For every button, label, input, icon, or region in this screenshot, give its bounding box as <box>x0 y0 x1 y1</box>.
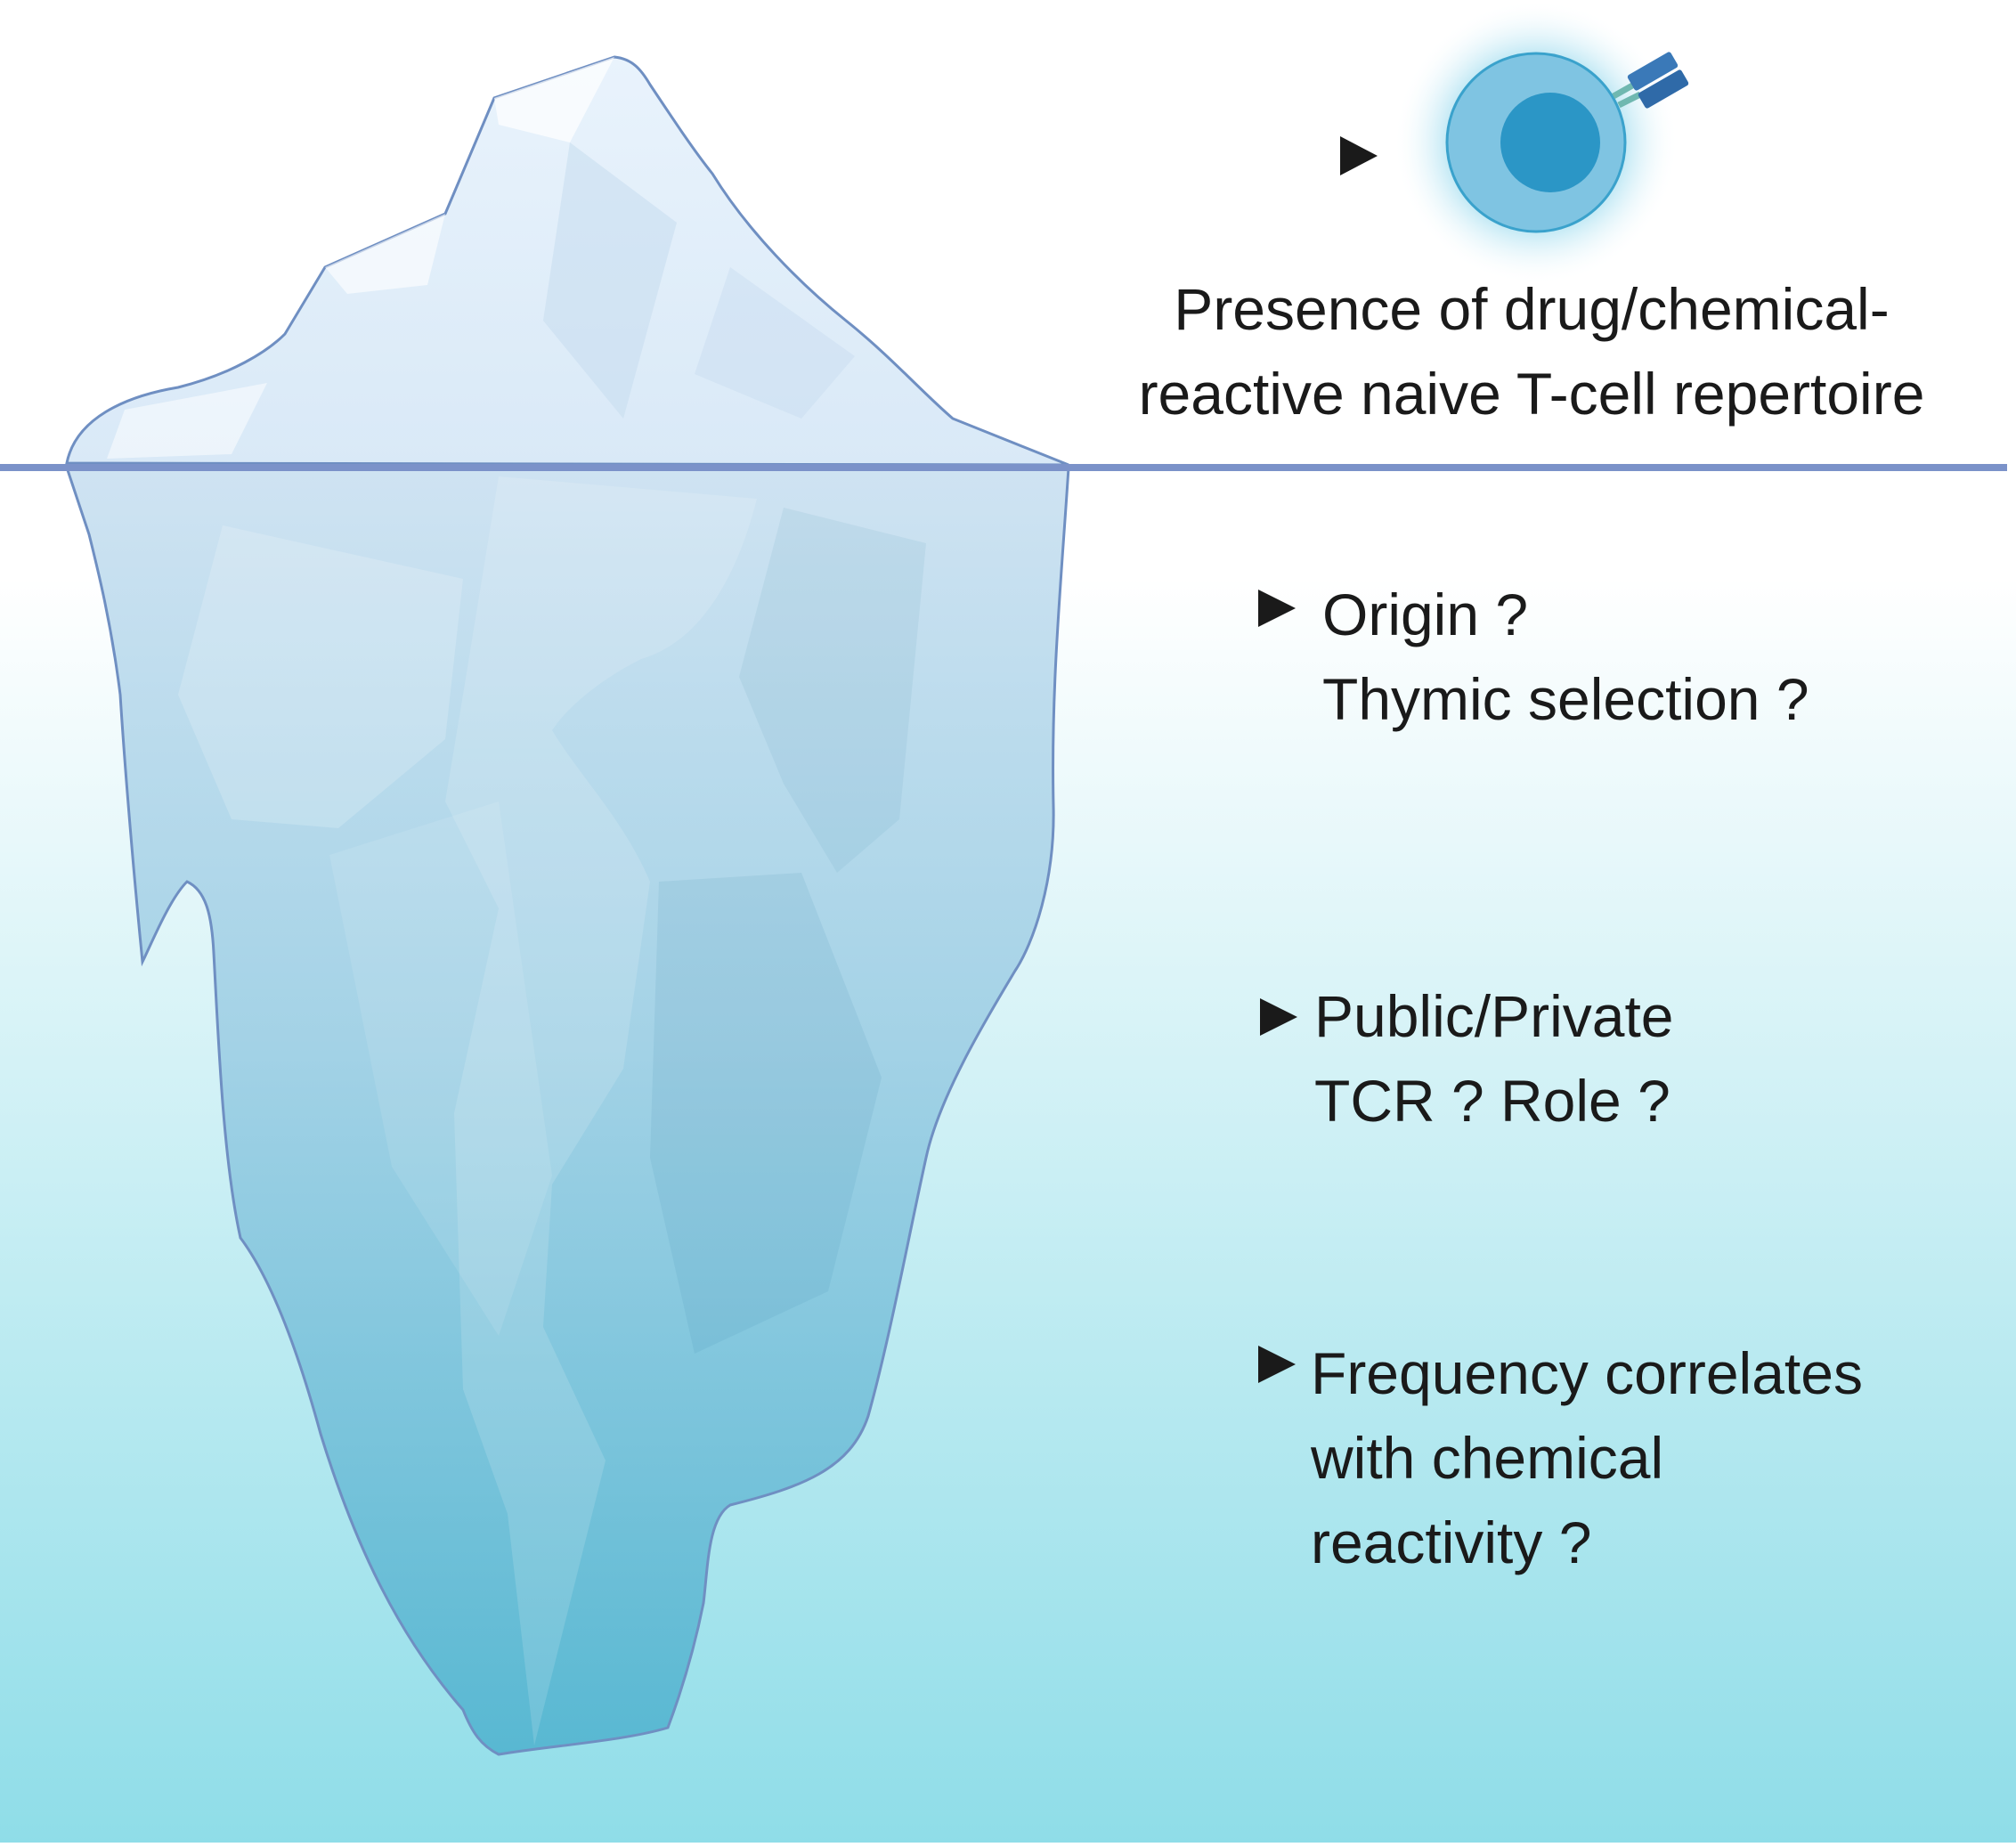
label-frequency-line3: reactivity ? <box>1311 1509 1592 1575</box>
iceberg-facet <box>543 142 677 419</box>
arrow-origin <box>1046 590 1296 627</box>
arrow-frequency-head <box>1258 1346 1296 1383</box>
receptor-stem <box>1617 91 1642 109</box>
iceberg-tip <box>65 55 1069 467</box>
label-origin-line1: Origin ? <box>1322 582 1529 647</box>
arrow-public-head <box>1260 998 1297 1036</box>
label-frequency: Frequency correlates with chemical react… <box>1311 1331 1863 1585</box>
iceberg-facet <box>178 525 463 828</box>
iceberg-underwater-body <box>64 466 1070 1756</box>
label-frequency-line2: with chemical <box>1311 1425 1664 1491</box>
label-naive-repertoire: Presence of drug/chemical- reactive naiv… <box>1091 267 1972 436</box>
label-public-private-line2: TCR ? Role ? <box>1314 1068 1671 1134</box>
label-public-private-line1: Public/Private <box>1314 983 1674 1049</box>
receptor-chain-beta <box>1638 69 1689 109</box>
arrow-top-head <box>1340 136 1378 175</box>
iceberg-underwater <box>64 466 1070 1756</box>
t-cell-icon <box>1394 0 1689 285</box>
receptor-stem <box>1612 81 1636 100</box>
arrow-origin-head <box>1258 590 1296 627</box>
arrow-frequency <box>890 1346 1296 1383</box>
label-naive-repertoire-line1: Presence of drug/chemical- <box>1174 276 1890 342</box>
label-naive-repertoire-line2: reactive naive T-cell repertoire <box>1138 361 1925 427</box>
label-origin-line2: Thymic selection ? <box>1322 666 1809 732</box>
tcr-receptor-icon <box>1612 52 1689 109</box>
label-public-private: Public/Private TCR ? Role ? <box>1314 974 1674 1143</box>
arrow-top <box>703 136 1378 175</box>
iceberg-facet <box>695 267 855 419</box>
iceberg-facet <box>445 476 757 1745</box>
iceberg-facet <box>107 383 267 459</box>
iceberg-facet <box>325 214 445 294</box>
iceberg-facet <box>494 57 614 142</box>
iceberg-facet <box>739 508 926 873</box>
receptor-chain-alpha <box>1627 52 1679 91</box>
arrow-public <box>980 998 1297 1036</box>
t-cell-nucleus <box>1500 93 1600 192</box>
iceberg-facet <box>650 873 882 1354</box>
label-origin: Origin ? Thymic selection ? <box>1322 573 1809 742</box>
label-frequency-line1: Frequency correlates <box>1311 1340 1863 1406</box>
iceberg-facet <box>329 801 552 1336</box>
